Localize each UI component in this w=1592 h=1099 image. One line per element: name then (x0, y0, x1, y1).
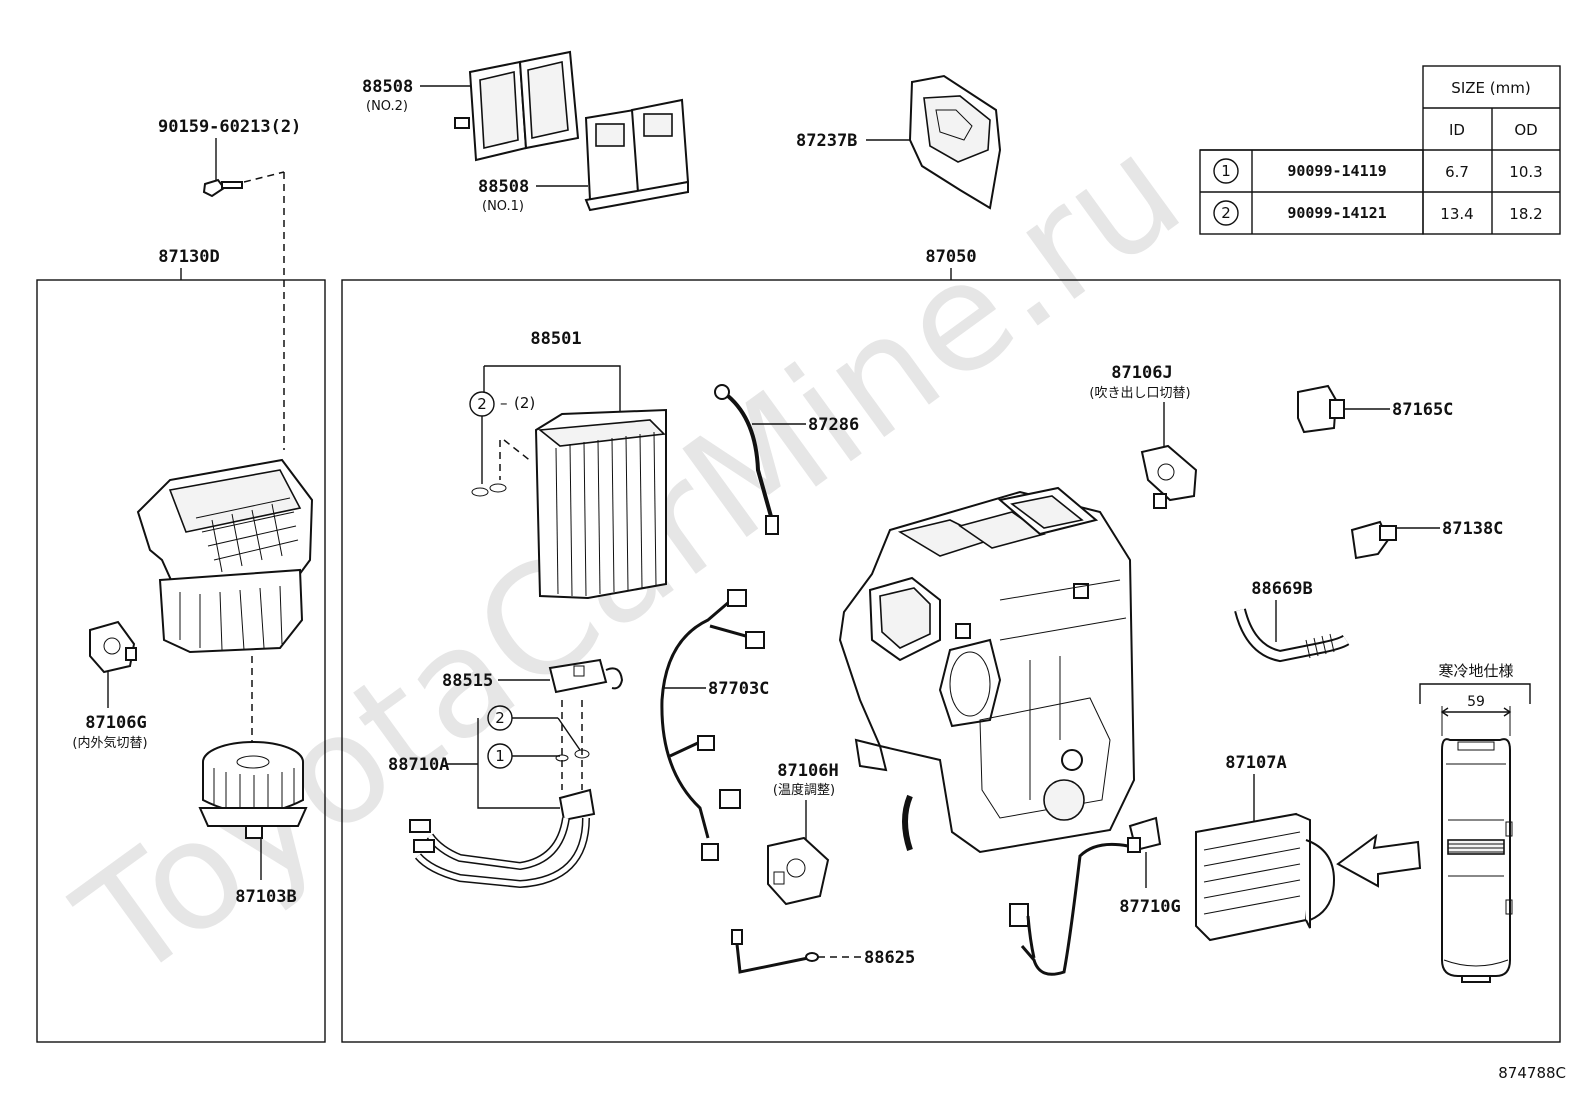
evaporator-88501: 88501 2 – (2) (469, 329, 667, 600)
blower-motor-87103b: 87103B (198, 656, 308, 907)
table-row-id: 13.4 (1440, 205, 1473, 223)
hvac-unit (838, 486, 1136, 854)
cold-spec-insert: 寒冷地仕様 59 (1419, 662, 1531, 983)
label-87106g: 87106G (85, 713, 146, 733)
table-row-part: 90099-14119 (1287, 162, 1386, 180)
marker-2: 2 (495, 709, 505, 727)
label-87286: 87286 (808, 415, 859, 435)
servo-87106h: 87106H (温度調整) (767, 761, 839, 906)
label-88508-no2-sub: (NO.2) (366, 99, 408, 114)
label-87107a: 87107A (1225, 753, 1286, 773)
sensor-87286: 87286 (714, 384, 859, 535)
relay-87165c: 87165C (1297, 384, 1453, 434)
hose-88669b: 88669B (1234, 579, 1350, 663)
size-table-header: SIZE (mm) (1451, 79, 1530, 97)
sensor-88625: 88625 (731, 929, 915, 974)
servo-87106g: 87106G (内外気切替) (72, 620, 148, 751)
label-87106g-sub: (内外気切替) (72, 735, 147, 751)
marker-1: 1 (495, 747, 505, 765)
label-dim-59: 59 (1467, 694, 1485, 710)
label-90159: 90159-60213(2) (158, 117, 301, 137)
label-87138c: 87138C (1442, 519, 1503, 539)
label-88515: 88515 (442, 671, 493, 691)
blower-housing (136, 458, 314, 654)
size-table-col-id: ID (1449, 121, 1465, 139)
valve-88515: 88515 (442, 658, 624, 694)
table-row-od: 18.2 (1509, 205, 1542, 223)
label-cold-spec: 寒冷地仕様 (1438, 662, 1513, 680)
pipe-88710a: 88710A 2 1 (388, 700, 596, 889)
table-row-od: 10.3 (1509, 163, 1542, 181)
table-row-id: 6.7 (1445, 163, 1469, 181)
group-label-left: 87130D (158, 247, 219, 267)
table-row-marker: 2 (1221, 204, 1231, 222)
label-88501-qty-value: (2) (514, 394, 535, 412)
label-88501: 88501 (530, 329, 581, 349)
label-87106j: 87106J (1111, 363, 1172, 383)
label-87106h: 87106H (777, 761, 838, 781)
diagram-id: 874788C (1498, 1064, 1566, 1082)
table-row-part: 90099-14121 (1287, 204, 1386, 222)
size-table-col-od: OD (1514, 121, 1537, 139)
servo-87106j: 87106J (吹き出し口切替) (1089, 363, 1198, 509)
label-88508-no1: 88508 (478, 177, 529, 197)
label-88710a: 88710A (388, 755, 449, 775)
screw-90159: 90159-60213(2) (158, 117, 301, 450)
label-87106h-sub: (温度調整) (773, 782, 835, 798)
resistor-87710g: 87710G (1009, 816, 1181, 976)
cover-87237b: 87237B (796, 74, 1002, 210)
filter-88508-no2: 88508 (NO.2) (362, 50, 580, 162)
label-87703c: 87703C (708, 679, 769, 699)
group-label-right: 87050 (925, 247, 976, 267)
label-87165c: 87165C (1392, 400, 1453, 420)
size-table: SIZE (mm) ID OD 1 90099-14119 6.7 10.3 2… (1199, 65, 1561, 235)
label-88508-no1-sub: (NO.1) (482, 199, 524, 214)
filter-88508-no1: 88508 (NO.1) (478, 98, 690, 214)
marker-2: 2 (477, 395, 487, 413)
label-88501-qty: – (500, 394, 508, 412)
table-row-marker: 1 (1221, 162, 1231, 180)
label-88669b: 88669B (1251, 579, 1312, 599)
label-88625: 88625 (864, 948, 915, 968)
label-87106j-sub: (吹き出し口切替) (1089, 386, 1190, 401)
heater-core-87107a: 87107A (1195, 753, 1422, 942)
label-87710g: 87710G (1119, 897, 1180, 917)
label-88508-no2: 88508 (362, 77, 413, 97)
label-87103b: 87103B (235, 887, 296, 907)
harness-87703c: 87703C (660, 589, 769, 861)
label-87237b: 87237B (796, 131, 857, 151)
sensor-87138c: 87138C (1350, 519, 1503, 560)
